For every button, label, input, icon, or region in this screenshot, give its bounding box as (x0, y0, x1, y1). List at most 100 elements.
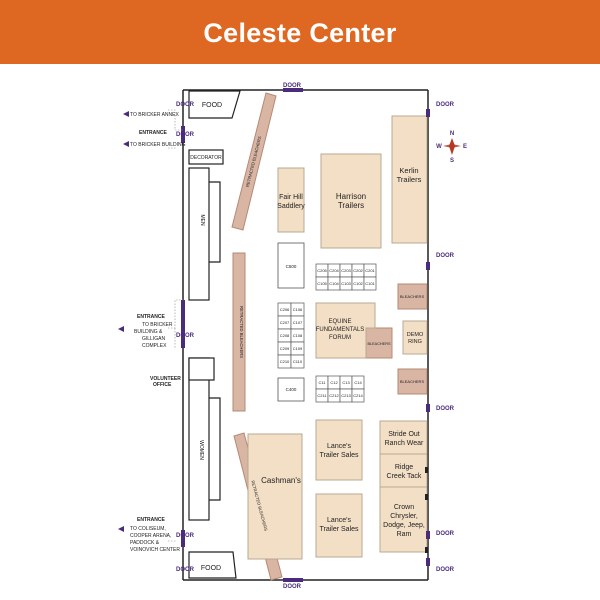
door-label-left-3[interactable]: DOOR (176, 333, 195, 339)
booth-number: C204 (329, 268, 339, 273)
door-label-left-2[interactable]: DOOR (176, 132, 195, 138)
booth-number: C101 (365, 281, 375, 286)
door-marker (283, 578, 303, 582)
lances-upper-line-1: Lance's (327, 443, 351, 450)
forum-bleachers-label: BLEACHERS (367, 342, 390, 346)
booth-number: C13 (342, 380, 350, 385)
forum-line-1: EQUINE (328, 319, 351, 325)
booth-cell[interactable] (363, 276, 377, 291)
ridge-creek-tack[interactable] (379, 453, 428, 488)
door-marker (181, 300, 185, 348)
crown-line-2: Chrysler, (390, 513, 418, 520)
ridge-creek-line-1: Ridge (395, 464, 413, 471)
entrance-label-upper: ENTRANCE (139, 130, 167, 136)
arrow-left-icon (123, 141, 129, 147)
compass-n: N (450, 131, 454, 137)
entrance-middle-line-4: COMPLEX (142, 343, 167, 349)
booth-c500-label: C500 (286, 264, 297, 269)
lances-trailer-sales-lower[interactable] (315, 493, 363, 558)
forum-line-3: FORUM (329, 335, 351, 341)
compass-rose-icon: N S E W (436, 131, 467, 164)
retracted-bleachers-middle-label: RETRACTED BLEACHERS (239, 306, 244, 358)
booth-number: C12 (330, 380, 338, 385)
entrance-lower-line-2: COOPER ARENA, (130, 533, 171, 539)
entrance-lower-line-1: TO COLISEUM, (130, 526, 166, 532)
women-label: WOMEN (198, 440, 204, 460)
harrison-trailers-booth[interactable] (320, 153, 382, 249)
food-top-room (188, 90, 241, 119)
demo-ring-line-2: RING (408, 339, 422, 345)
booth-number: C203 (341, 268, 351, 273)
crown-line-4: Ram (397, 531, 412, 538)
arrow-left-icon (123, 111, 129, 117)
booth-number: C211 (317, 393, 327, 398)
door-label-bottom[interactable]: DOOR (283, 584, 302, 590)
door-marker (426, 404, 430, 412)
door-marker (181, 126, 185, 143)
door-marker (426, 109, 430, 117)
booth-number: C212 (329, 393, 339, 398)
booth-cell[interactable] (290, 354, 305, 369)
booth-c400[interactable] (277, 377, 305, 402)
booth-number: C110 (293, 359, 303, 364)
booth-number: C104 (329, 281, 339, 286)
booth-c500[interactable] (277, 242, 305, 289)
fair-hill-saddlery-booth[interactable] (277, 167, 305, 233)
leader-line (168, 299, 183, 329)
kerlin-line-2: Trailers (397, 175, 422, 184)
entrance-lower-line-3: PADDOCK & (130, 540, 160, 546)
door-label-right-4[interactable]: DOOR (436, 531, 455, 537)
compass-w: W (436, 144, 442, 150)
booth-number: C107 (293, 320, 303, 325)
door-label-right-3[interactable]: DOOR (436, 406, 455, 412)
kerlin-line-1: Kerlin (399, 166, 418, 175)
equine-fundamentals-forum[interactable] (315, 302, 376, 359)
cashmans-booth[interactable] (247, 433, 303, 560)
bleachers-right-upper-label: BLEACHERS (400, 294, 425, 299)
men-restroom (188, 167, 210, 301)
door-label-right-5[interactable]: DOOR (436, 567, 455, 573)
loading-marker (425, 494, 428, 500)
door-marker (426, 531, 430, 539)
booth-number: C11 (318, 380, 326, 385)
booth-cell[interactable] (351, 388, 365, 403)
loading-marker (425, 467, 428, 473)
booth-number: C205 (317, 268, 327, 273)
door-label-top[interactable]: DOOR (283, 83, 302, 89)
door-label-left-5[interactable]: DOOR (176, 567, 195, 573)
door-label-left-1[interactable]: DOOR (176, 102, 195, 108)
door-marker (181, 530, 185, 547)
door-marker (283, 88, 303, 92)
volunteer-office-line-2: OFFICE (153, 382, 172, 388)
entrance-middle-line-3: GILLIGAN (142, 336, 165, 342)
header-bar (0, 0, 600, 64)
stride-out-line-1: Stride Out (388, 431, 420, 438)
to-bricker-building-label: TO BRICKER BUILDING (130, 142, 186, 148)
bleachers-right-upper (397, 283, 428, 310)
kerlin-trailers-booth[interactable] (391, 115, 428, 244)
booth-number: C210 (280, 359, 290, 364)
food-bottom-label: FOOD (201, 565, 221, 572)
booth-number: C206 (280, 307, 290, 312)
compass-e: E (463, 144, 467, 150)
volunteer-office-room (188, 357, 215, 381)
door-label-right-2[interactable]: DOOR (436, 253, 455, 259)
booth-number: C207 (280, 320, 290, 325)
lances-trailer-sales-upper[interactable] (315, 419, 363, 481)
booth-number: C213 (341, 393, 351, 398)
entrance-label-middle: ENTRANCE (137, 314, 165, 320)
crown-chrysler-dodge-jeep-ram[interactable] (379, 486, 428, 553)
volunteer-office-line-1: VOLUNTEER (150, 376, 181, 382)
door-label-left-4[interactable]: DOOR (176, 533, 195, 539)
forum-bleachers (365, 327, 393, 359)
booth-number: C102 (353, 281, 363, 286)
booth-number: C103 (341, 281, 351, 286)
retracted-bleachers-top (231, 92, 277, 231)
stride-out-line-2: Ranch Wear (385, 440, 424, 447)
booth-number: C209 (280, 346, 290, 351)
demo-ring[interactable] (402, 320, 428, 355)
lances-lower-line-1: Lance's (327, 517, 351, 524)
door-label-right-1[interactable]: DOOR (436, 102, 455, 108)
booth-number: C109 (293, 346, 303, 351)
booth-number: C14 (354, 380, 362, 385)
